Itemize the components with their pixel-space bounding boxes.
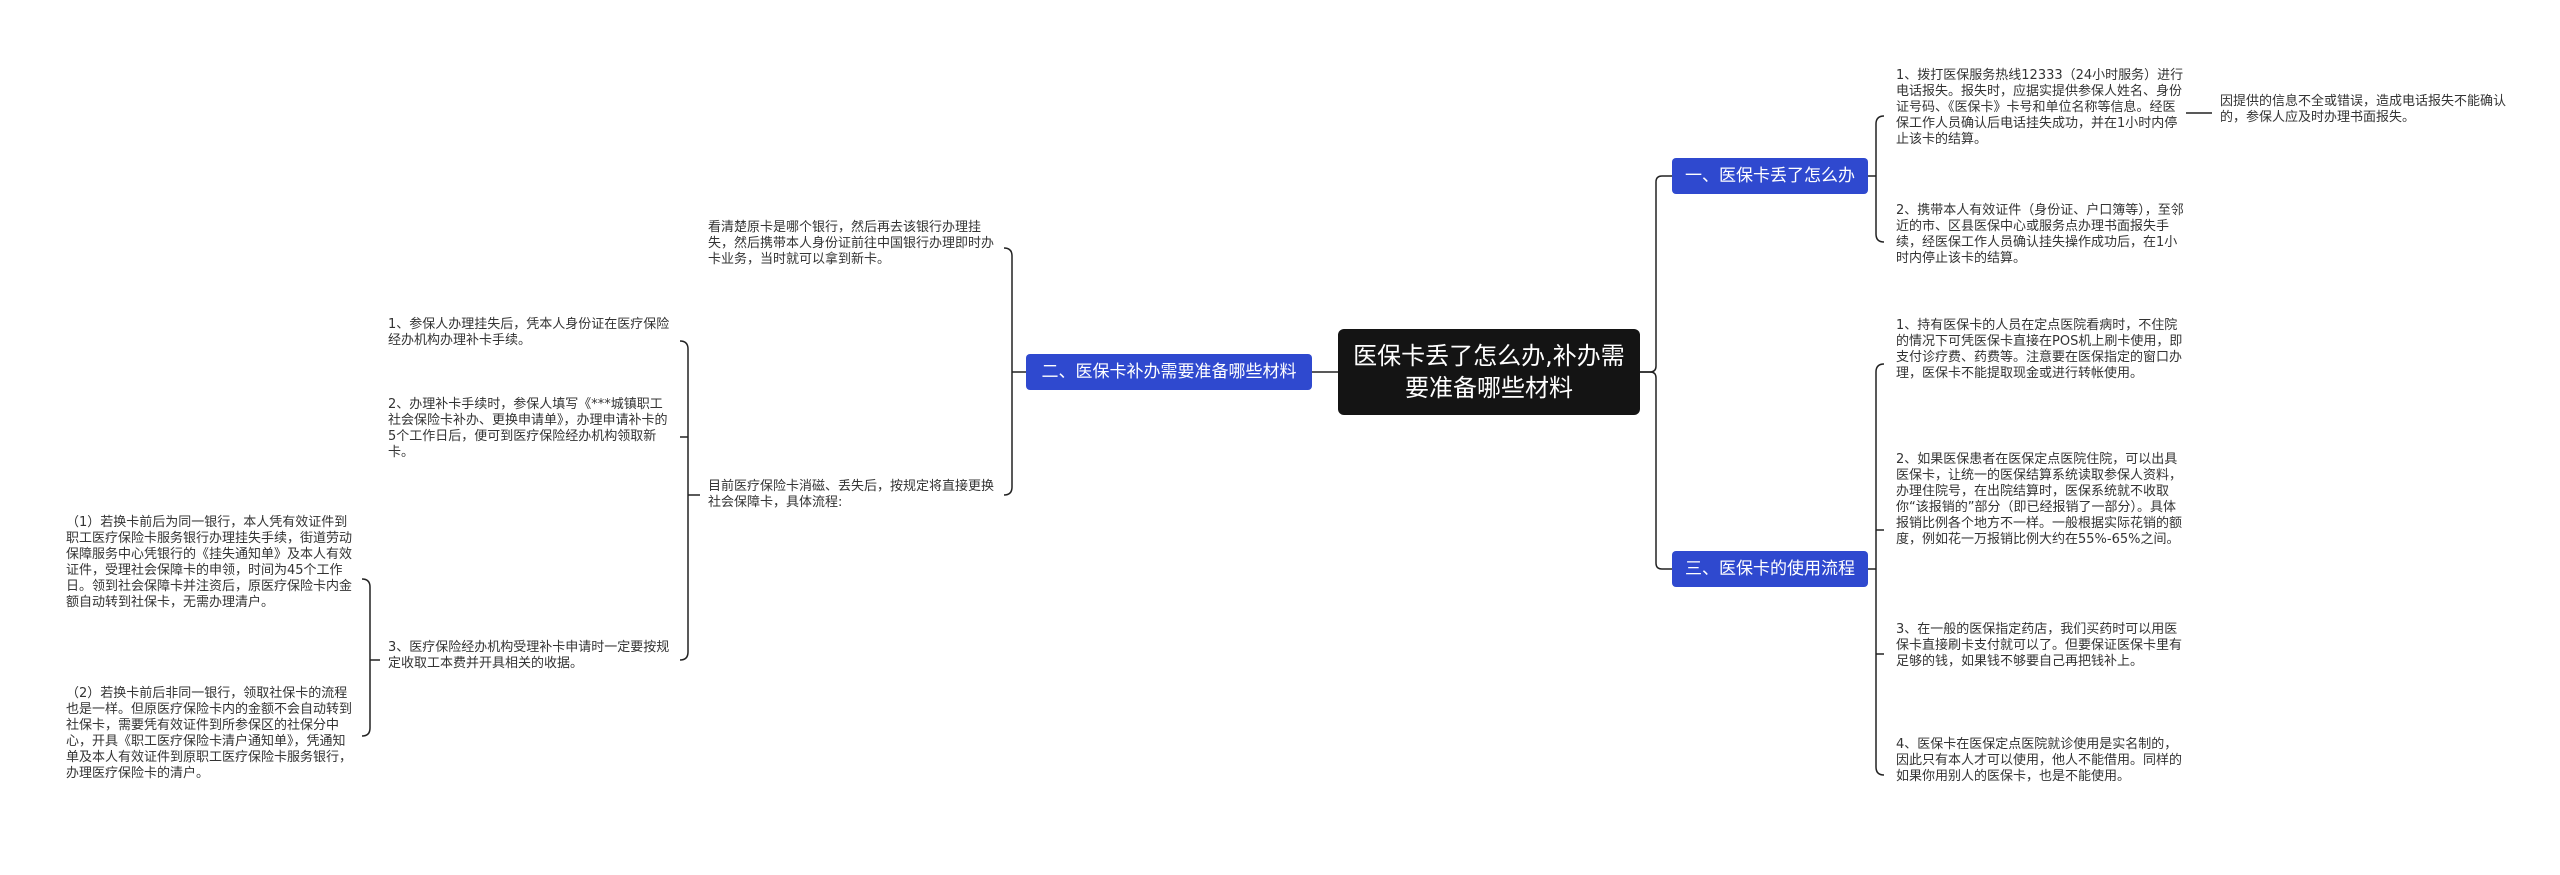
branch-lost-card[interactable]: 一、医保卡丢了怎么办 [1672, 158, 1868, 194]
reissue-step-3-sub-2: （2）若换卡前后非同一银行，领取社保卡的流程也是一样。但原医疗保险卡内的金额不会… [66, 686, 353, 781]
reissue-step-3: 3、医疗保险经办机构受理补卡申请时一定要按规定收取工本费并开具相关的收据。 [388, 640, 670, 671]
reissue-step-2: 2、办理补卡手续时，参保人填写《***城镇职工社会保险卡补办、更换申请单》，办理… [388, 397, 668, 460]
usage-step-3: 3、在一般的医保指定药店，我们买药时可以用医保卡直接刷卡支付就可以了。但要保证医… [1896, 622, 2183, 669]
lost-card-step-1: 1、拨打医保服务热线12333（24小时服务）进行电话报失。报失时，应据实提供参… [1896, 68, 2184, 147]
lost-card-step-2: 2、携带本人有效证件（身份证、户口簿等），至邻近的市、区县医保中心或服务点办理书… [1896, 203, 2184, 266]
branch-reissue-materials-label: 二、医保卡补办需要准备哪些材料 [1041, 362, 1297, 382]
branch-reissue-materials[interactable]: 二、医保卡补办需要准备哪些材料 [1026, 354, 1312, 390]
usage-step-1: 1、持有医保卡的人员在定点医院看病时，不住院的情况下可凭医保卡直接在POS机上刷… [1896, 318, 2183, 381]
root-topic[interactable]: 医保卡丢了怎么办,补办需要准备哪些材料 [1338, 329, 1640, 415]
lost-card-step-1-note: 因提供的信息不全或错误，造成电话报失不能确认的，参保人应及时办理书面报失。 [2220, 94, 2507, 125]
reissue-bank-info: 看清楚原卡是哪个银行，然后再去该银行办理挂失，然后携带本人身份证前往中国银行办理… [708, 220, 995, 267]
reissue-process-intro: 目前医疗保险卡消磁、丢失后，按规定将直接更换社会保障卡，具体流程: [708, 479, 995, 510]
usage-step-4: 4、医保卡在医保定点医院就诊使用是实名制的，因此只有本人才可以使用，他人不能借用… [1896, 737, 2183, 784]
link-root-branch1 [1640, 175, 1672, 373]
link-root-branch3 [1640, 371, 1672, 570]
root-title: 医保卡丢了怎么办,补办需要准备哪些材料 [1353, 342, 1625, 402]
usage-step-2: 2、如果医保患者在医保定点医院住院，可以出具医保卡，让统一的医保结算系统读取参保… [1896, 452, 2183, 547]
branch-lost-card-label: 一、医保卡丢了怎么办 [1685, 166, 1855, 186]
reissue-step-3-sub-1: （1）若换卡前后为同一银行，本人凭有效证件到职工医疗保险卡服务银行办理挂失手续，… [66, 515, 353, 610]
branch-usage-process-label: 三、医保卡的使用流程 [1685, 559, 1855, 579]
reissue-step-1: 1、参保人办理挂失后，凭本人身份证在医疗保险经办机构办理补卡手续。 [388, 317, 670, 348]
branch-usage-process[interactable]: 三、医保卡的使用流程 [1672, 551, 1868, 587]
